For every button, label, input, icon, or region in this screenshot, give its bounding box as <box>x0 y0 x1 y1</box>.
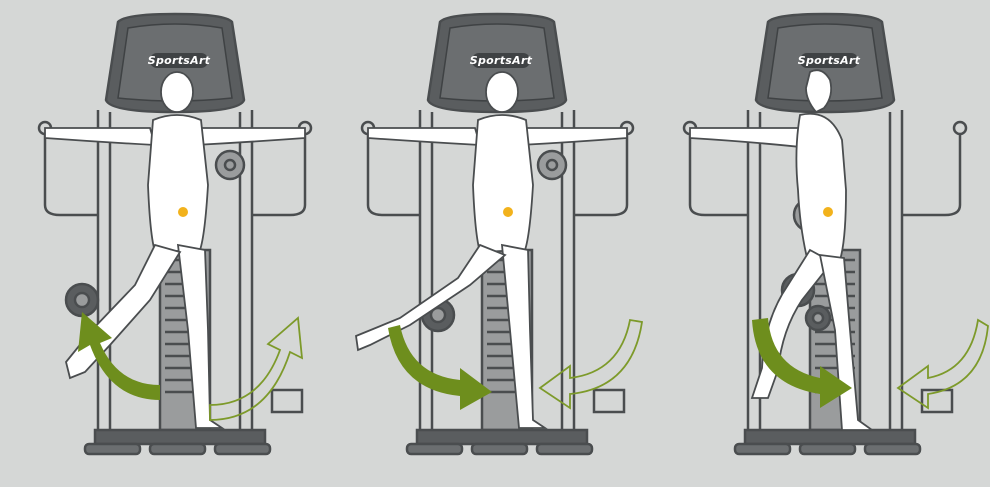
brand-logo: SportsArt <box>798 53 861 68</box>
brand-logo: SportsArt <box>148 53 211 68</box>
center-dot <box>178 207 188 217</box>
panel-side-knee-raised: SportsArt <box>660 0 990 487</box>
motion-arrow-solid <box>388 325 492 410</box>
brand-logo-text: SportsArt <box>470 54 533 67</box>
brand-logo-text: SportsArt <box>148 54 211 67</box>
center-dot <box>823 207 833 217</box>
panel-front-leg-forward: SportsArt <box>0 0 330 487</box>
motion-arrow-outline <box>540 320 642 408</box>
center-dot <box>503 207 513 217</box>
brand-logo-text: SportsArt <box>798 54 861 67</box>
panel-front-leg-side: SportsArt <box>330 0 660 487</box>
brand-logo: SportsArt <box>470 53 533 68</box>
